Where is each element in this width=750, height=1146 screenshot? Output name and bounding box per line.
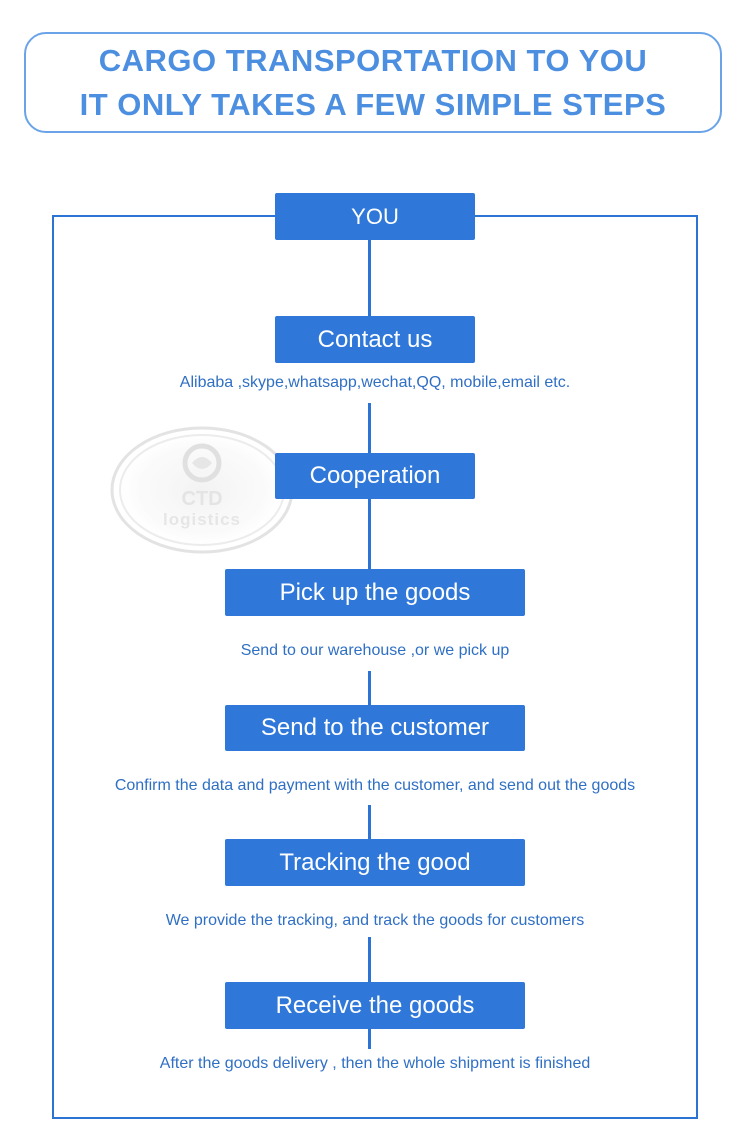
step-send-to-customer-description: Confirm the data and payment with the cu… bbox=[54, 776, 696, 796]
start-box-you: YOU bbox=[275, 193, 475, 240]
header-title-line-2: IT ONLY TAKES A FEW SIMPLE STEPS bbox=[79, 86, 667, 122]
header-banner: CARGO TRANSPORTATION TO YOU IT ONLY TAKE… bbox=[24, 32, 722, 133]
step-send-to-the-customer: Send to the customer bbox=[225, 705, 525, 751]
step-cooperation: Cooperation bbox=[275, 453, 475, 499]
step-contact-us-description: Alibaba ,skype,whatsapp,wechat,QQ, mobil… bbox=[54, 373, 696, 393]
connector-line bbox=[368, 937, 371, 982]
step-pick-up-the-goods: Pick up the goods bbox=[225, 569, 525, 616]
step-receive-the-goods: Receive the goods bbox=[225, 982, 525, 1029]
header-title-line-1: CARGO TRANSPORTATION TO YOU bbox=[98, 42, 648, 78]
connector-line bbox=[368, 499, 371, 569]
connector-line bbox=[368, 240, 371, 316]
step-pick-up-description: Send to our warehouse ,or we pick up bbox=[54, 641, 696, 661]
connector-line bbox=[368, 671, 371, 705]
step-contact-us: Contact us bbox=[275, 316, 475, 363]
step-receive-description: After the goods delivery , then the whol… bbox=[54, 1054, 696, 1074]
connector-line bbox=[368, 403, 371, 453]
step-tracking-the-good: Tracking the good bbox=[225, 839, 525, 886]
connector-line bbox=[368, 1029, 371, 1049]
connector-line bbox=[368, 805, 371, 839]
step-tracking-description: We provide the tracking, and track the g… bbox=[54, 911, 696, 931]
